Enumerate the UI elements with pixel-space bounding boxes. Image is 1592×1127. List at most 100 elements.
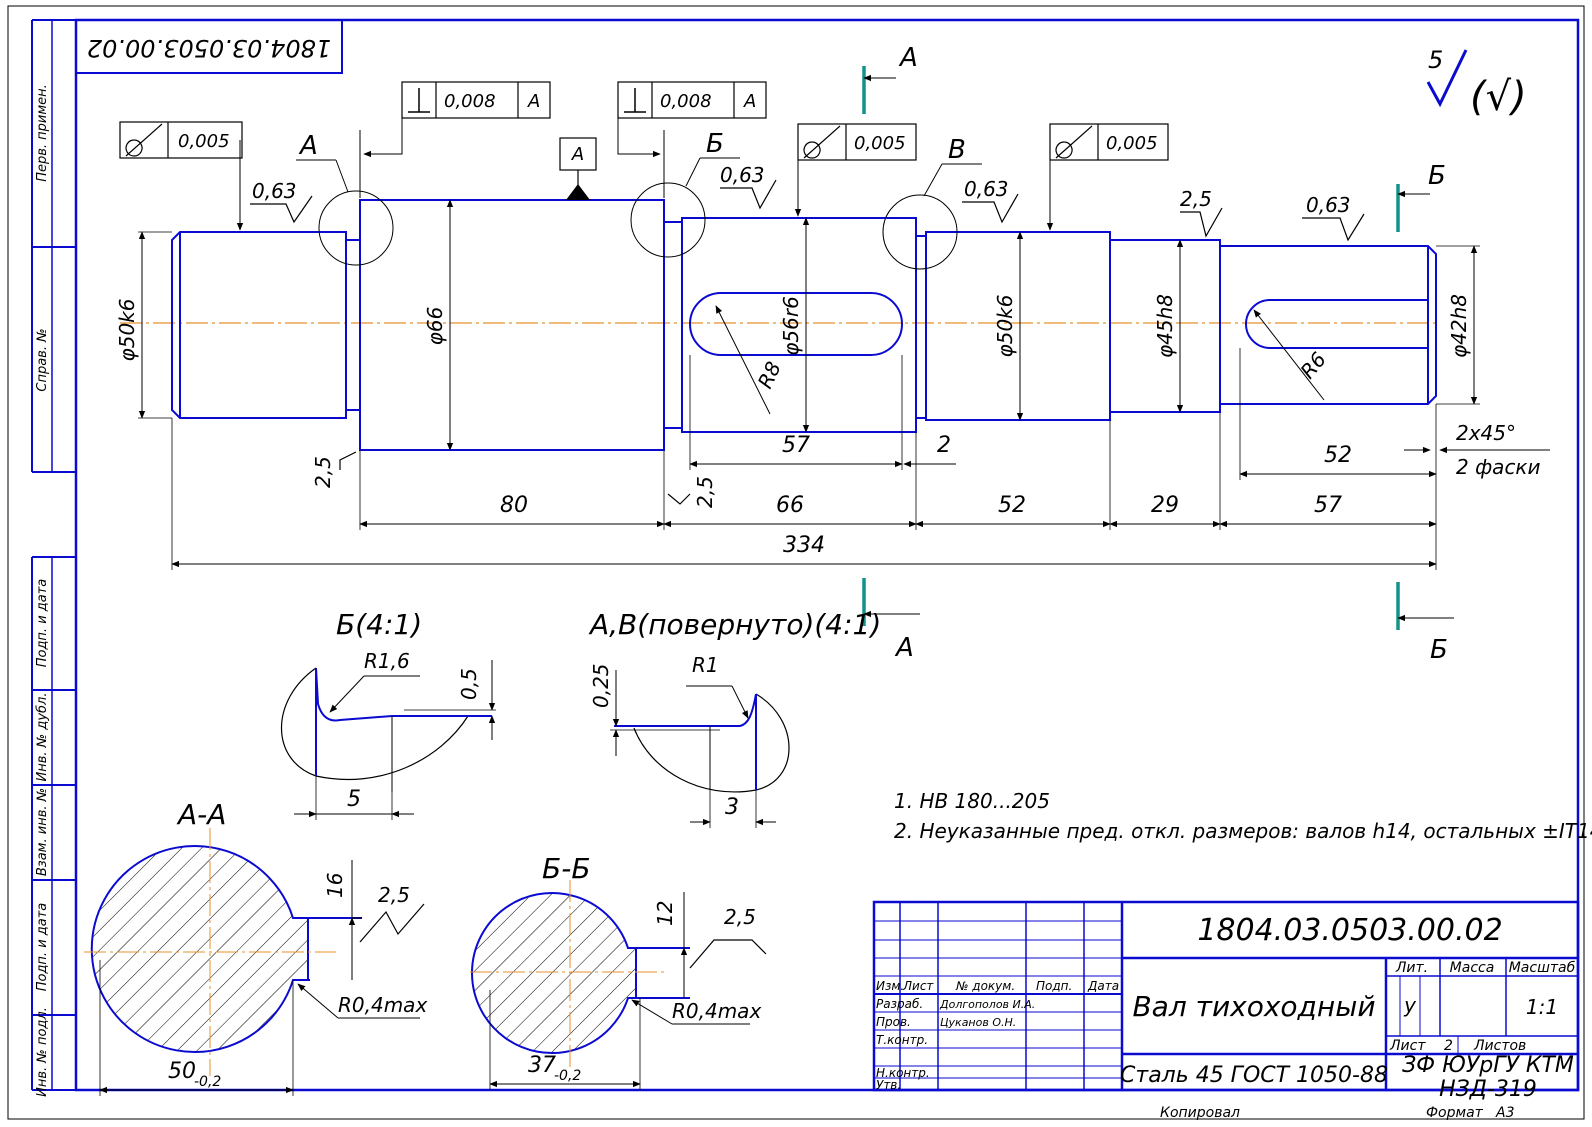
length-dims: 80 66 52 29 57 334 57 2 52 bbox=[171, 348, 1437, 570]
tb-document-number: 1804.03.0503.00.02 bbox=[1197, 913, 1502, 948]
tb-role-5: Утв. bbox=[876, 1078, 901, 1092]
section-marker-a-bottom: А bbox=[862, 578, 920, 663]
aa-tol: -0,2 bbox=[194, 1074, 221, 1090]
tb-org-1: ЗФ ЮУрГУ КТМ bbox=[1402, 1053, 1574, 1078]
detail-letter-v: В bbox=[948, 135, 966, 165]
dia-45h8: φ45h8 bbox=[1153, 294, 1177, 358]
sheet-border bbox=[7, 5, 1585, 1120]
runout-frame-3: 0,005 bbox=[1046, 123, 1169, 231]
detail-b-title: Б(4:1) bbox=[336, 608, 422, 641]
roughness-1: 0,63 bbox=[252, 179, 297, 203]
roughness-5: 0,63 bbox=[1306, 193, 1351, 217]
perp-frame-2: 0,008 А bbox=[617, 81, 767, 198]
detail-ab-depth: 0,25 bbox=[589, 663, 613, 708]
radius-r6: R6 bbox=[1295, 347, 1330, 383]
len-29: 29 bbox=[1151, 493, 1179, 518]
detail-letter-b: Б bbox=[706, 129, 724, 159]
tb-col-date: Дата bbox=[1087, 979, 1119, 993]
dia-50k6-right: φ50k6 bbox=[993, 295, 1017, 358]
inverted-number-box bbox=[75, 19, 343, 74]
runout-value-1: 0,005 bbox=[178, 131, 230, 152]
roughness-6: 2,5 bbox=[311, 456, 335, 488]
side-label-orig-inv: Инв. № подл. bbox=[35, 1007, 50, 1097]
note-1: 1. НВ 180...205 bbox=[894, 789, 1050, 813]
section-aa-title: А-А bbox=[176, 798, 226, 831]
perp-value-2: 0,008 bbox=[660, 91, 712, 112]
side-label-sign-date-2: Подп. и дата bbox=[35, 903, 50, 992]
tb-part-name: Вал тихоходный bbox=[1132, 990, 1375, 1023]
chamfer-value: 2x45° bbox=[1456, 421, 1516, 445]
tb-material: Сталь 45 ГОСТ 1050-88 bbox=[1120, 1063, 1388, 1088]
tb-col-sign: Подп. bbox=[1036, 979, 1072, 993]
section-letter-b-top: Б bbox=[1428, 161, 1446, 191]
len-52: 52 bbox=[998, 493, 1026, 518]
side-label-first-use: Перв. примен. bbox=[35, 84, 50, 182]
bb-dim: 37 bbox=[528, 1053, 556, 1078]
runout-frame-1: 0,005 bbox=[119, 121, 244, 231]
len-80: 80 bbox=[500, 493, 528, 518]
bb-key-depth: 12 bbox=[653, 901, 677, 926]
dia-42h8: φ42h8 bbox=[1447, 294, 1471, 358]
diameter-dims: φ50k6 φ66 φ56r6 φ50k6 φ45h8 φ42h8 bbox=[115, 199, 1480, 451]
side-label-reference: Справ. № bbox=[35, 328, 50, 391]
section-aa: 16 2,5 R0,4max 50 -0,2 bbox=[84, 828, 427, 1096]
surface-finish-other: (√) bbox=[1470, 74, 1527, 120]
detail-circle-b bbox=[630, 182, 706, 258]
runout-frame-2: 0,005 bbox=[794, 123, 917, 217]
detail-letter-a: А bbox=[298, 131, 318, 161]
inverted-document-number: 1804.03.0503.00.02 bbox=[87, 34, 331, 62]
section-marker-b-bottom: Б bbox=[1396, 582, 1454, 665]
tb-sheet-label: Лист bbox=[1389, 1038, 1426, 1054]
r6-leader bbox=[1253, 309, 1325, 401]
surface-finish-value: 5 bbox=[1428, 46, 1443, 74]
tb-mass-header: Масса bbox=[1450, 960, 1495, 976]
len-slot-52: 52 bbox=[1324, 443, 1352, 468]
tb-lit-header: Лит. bbox=[1395, 960, 1428, 976]
tb-name-2: Цуканов О.Н. bbox=[940, 1016, 1016, 1029]
detail-ab-radius: R1 bbox=[692, 653, 719, 677]
tb-copied: Копировал bbox=[1160, 1105, 1240, 1121]
runout-value-3: 0,005 bbox=[1106, 133, 1158, 154]
len-334: 334 bbox=[783, 533, 825, 558]
section-marker-a-top: А bbox=[862, 43, 918, 114]
detail-b-depth: 0,5 bbox=[457, 668, 481, 700]
radius-r8: R8 bbox=[753, 358, 786, 392]
title-block bbox=[872, 900, 1580, 1092]
perp-frame-1: 0,008 А bbox=[359, 81, 551, 198]
tb-name-1: Долгополов И.А. bbox=[939, 998, 1035, 1011]
section-letter-b-bottom: Б bbox=[1430, 635, 1448, 665]
section-letter-a-top: А bbox=[898, 43, 918, 73]
tb-sheet-number: 2 bbox=[1444, 1038, 1453, 1054]
bb-rough: 2,5 bbox=[724, 905, 756, 929]
tb-litera: у bbox=[1403, 993, 1417, 1017]
len-66: 66 bbox=[776, 493, 804, 518]
tb-scale: 1:1 bbox=[1526, 995, 1558, 1019]
dia-66: φ66 bbox=[423, 307, 447, 346]
detail-ab-title: А,В(повернуто)(4:1) bbox=[588, 608, 881, 641]
tb-format-value: А3 bbox=[1495, 1105, 1514, 1121]
section-bb-title: Б-Б bbox=[542, 852, 591, 885]
roughness-2: 0,63 bbox=[720, 163, 765, 187]
dia-50k6-left: φ50k6 bbox=[115, 299, 139, 362]
side-label-dup-inv: Инв. № дубл. bbox=[35, 693, 50, 782]
perp-datum-1: А bbox=[527, 91, 540, 112]
roughness-marks: 0,63 0,63 0,63 2,5 0,63 2,5 2,5 bbox=[250, 163, 1365, 508]
chamfer-count: 2 фаски bbox=[1456, 455, 1541, 479]
tb-format-label: Формат bbox=[1426, 1105, 1484, 1121]
roughness-7: 2,5 bbox=[693, 476, 717, 508]
tb-sheets-label: Листов bbox=[1473, 1038, 1526, 1054]
roughness-4: 2,5 bbox=[1180, 187, 1212, 211]
detail-b-radius: R1,6 bbox=[364, 649, 410, 673]
perp-value-1: 0,008 bbox=[444, 91, 496, 112]
tb-role-1: Разраб. bbox=[876, 997, 923, 1011]
detail-b-view: 5 0,5 R1,6 bbox=[281, 649, 496, 820]
detail-ab-view: 3 0,25 R1 bbox=[589, 653, 790, 828]
aa-radius: R0,4max bbox=[338, 993, 427, 1017]
aa-dim: 50 bbox=[168, 1059, 196, 1084]
detail-circle-v bbox=[882, 194, 958, 270]
surface-finish-general: 5 (√) bbox=[1426, 46, 1527, 120]
len-slot-57: 57 bbox=[782, 433, 810, 458]
roughness-3: 0,63 bbox=[964, 177, 1009, 201]
datum-triangle bbox=[566, 184, 590, 200]
